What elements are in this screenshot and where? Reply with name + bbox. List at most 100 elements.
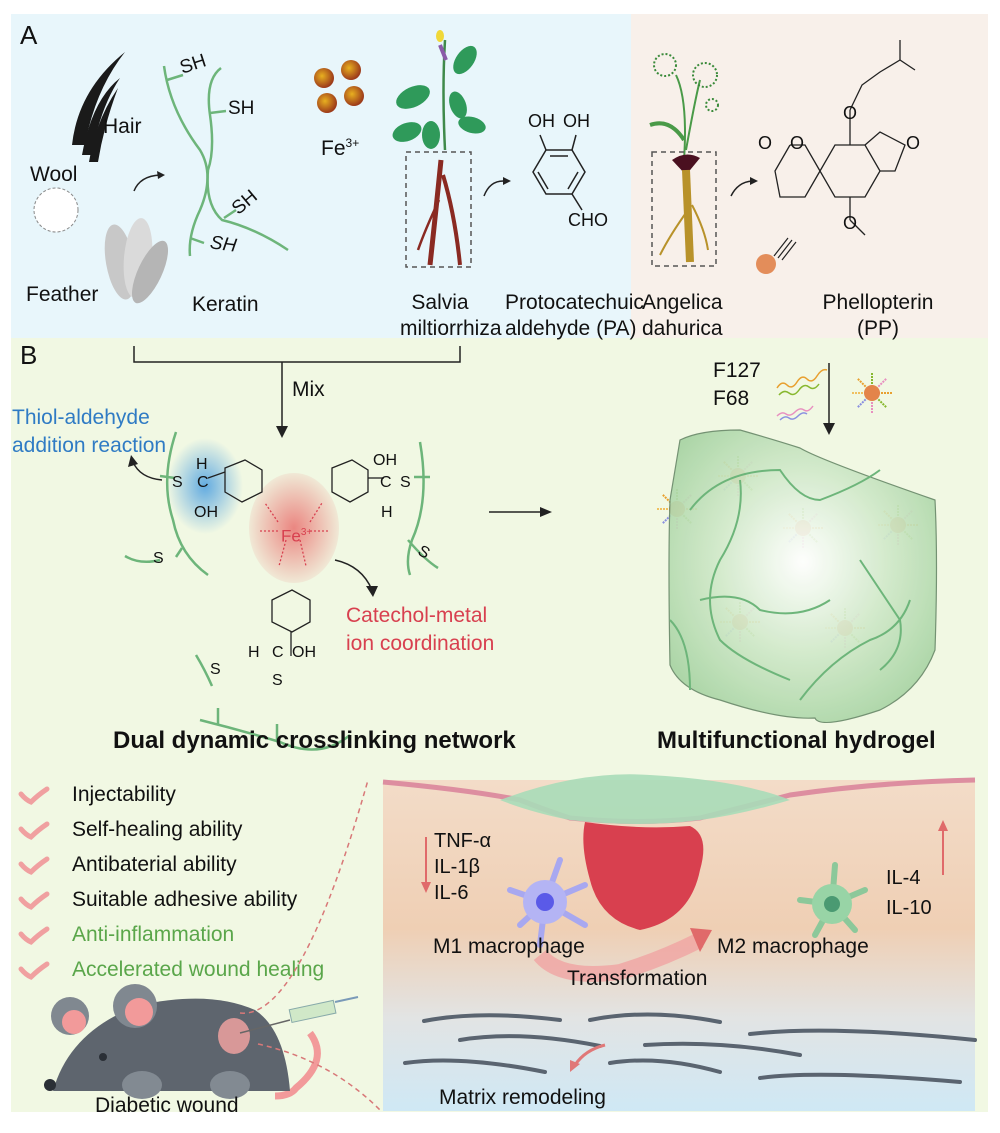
m1-macrophage-label: M1 macrophage [433, 935, 585, 958]
m2-macrophage-label: M2 macrophage [717, 935, 869, 958]
catechol-metal-label-line2: ion coordination [346, 632, 495, 655]
check-icon [18, 856, 50, 875]
keratin-label: Keratin [192, 293, 259, 316]
transformation-label: Transformation [567, 967, 708, 990]
cytokine-label: IL-4 [886, 867, 921, 889]
cytokine-label: IL-10 [886, 897, 932, 919]
feature-label: Injectability [72, 782, 176, 806]
left-s-atom: S [172, 474, 183, 491]
check-icon [18, 786, 50, 805]
feature-item: Self-healing ability [18, 812, 324, 847]
feature-label: Antibaterial ability [72, 852, 237, 876]
thiol-aldehyde-label-line1: Thiol-aldehyde [12, 406, 150, 429]
micelle-icon [852, 373, 892, 413]
iron-charge: 3+ [345, 136, 360, 150]
check-icon [18, 926, 50, 945]
feather-label: Feather [26, 283, 99, 306]
panel-b-letter: B [20, 340, 38, 370]
free-s-atom: S [210, 661, 221, 678]
pp-oxygen-label: O [843, 213, 858, 233]
iron-symbol: Fe [321, 137, 346, 160]
bottom-oh-group: OH [292, 644, 316, 661]
feature-item: Injectability [18, 777, 324, 812]
bottom-h-atom: H [248, 644, 260, 661]
pa-cho-label: CHO [568, 210, 608, 230]
right-s-atom: S [400, 474, 411, 491]
pa-label-line2: aldehyde (PA) [505, 317, 637, 340]
pp-label-line1: Phellopterin [822, 291, 934, 314]
keratin-sh-label: SH [228, 98, 255, 119]
feature-label: Self-healing ability [72, 817, 243, 841]
matrix-remodeling-label: Matrix remodeling [439, 1086, 606, 1109]
left-h-atom: H [196, 456, 208, 473]
left-oh-group: OH [194, 504, 218, 521]
pa-oh-label: OH [563, 111, 590, 131]
check-icon [18, 891, 50, 910]
panel-a-angelica-background [631, 14, 988, 338]
pp-oxygen-label: O [758, 133, 773, 153]
hair-label: Hair [103, 115, 142, 138]
pp-oxygen-label: O [790, 133, 805, 153]
feature-item: Suitable adhesive ability [18, 882, 324, 917]
f68-label: F68 [713, 387, 750, 410]
bottom-s-atom: S [272, 672, 283, 689]
hydrogel-title: Multifunctional hydrogel [657, 727, 936, 754]
pa-oh-label: OH [528, 111, 555, 131]
pp-label-line2: (PP) [857, 317, 899, 340]
salvia-label-line2: miltiorrhiza [400, 317, 502, 340]
f127-label: F127 [713, 359, 761, 382]
cytokine-label: TNF-α [434, 830, 492, 852]
center-iron-ion: Fe3+ [281, 520, 312, 550]
right-c-atom: C [380, 474, 392, 491]
panel-a-letter: A [20, 20, 38, 50]
free-s-atom: S [153, 550, 164, 567]
bottom-c-atom: C [272, 644, 284, 661]
check-icon [18, 961, 50, 980]
center-iron-charge: 3+ [300, 527, 313, 538]
center-iron-symbol: Fe [281, 526, 301, 546]
cytokine-label: IL-1β [434, 856, 480, 878]
feature-item: Anti-inflammation [18, 917, 324, 952]
diabetic-wound-label: Diabetic wound [95, 1094, 239, 1117]
angelica-label-line2: dahurica [642, 317, 723, 340]
angelica-label-line1: Angelica [642, 291, 723, 314]
pa-label-line1: Protocatechuic [505, 291, 644, 314]
feature-item: Antibaterial ability [18, 847, 324, 882]
salvia-label-line1: Salvia [411, 291, 469, 314]
thiol-aldehyde-label-line2: addition reaction [12, 434, 167, 457]
left-c-atom: C [197, 474, 209, 491]
pp-oxygen-label: O [843, 103, 858, 123]
feature-label: Accelerated wound healing [72, 957, 325, 981]
catechol-metal-label-line1: Catechol-metal [346, 604, 488, 627]
network-title: Dual dynamic crosslinking network [113, 727, 516, 754]
feature-item: Accelerated wound healing [18, 952, 324, 987]
right-h-atom: H [381, 504, 393, 521]
pp-oxygen-label: O [906, 133, 921, 153]
feature-label: Suitable adhesive ability [72, 887, 298, 911]
right-oh-group: OH [373, 452, 397, 469]
mix-label: Mix [292, 378, 325, 401]
cytokine-label: IL-6 [434, 882, 469, 904]
